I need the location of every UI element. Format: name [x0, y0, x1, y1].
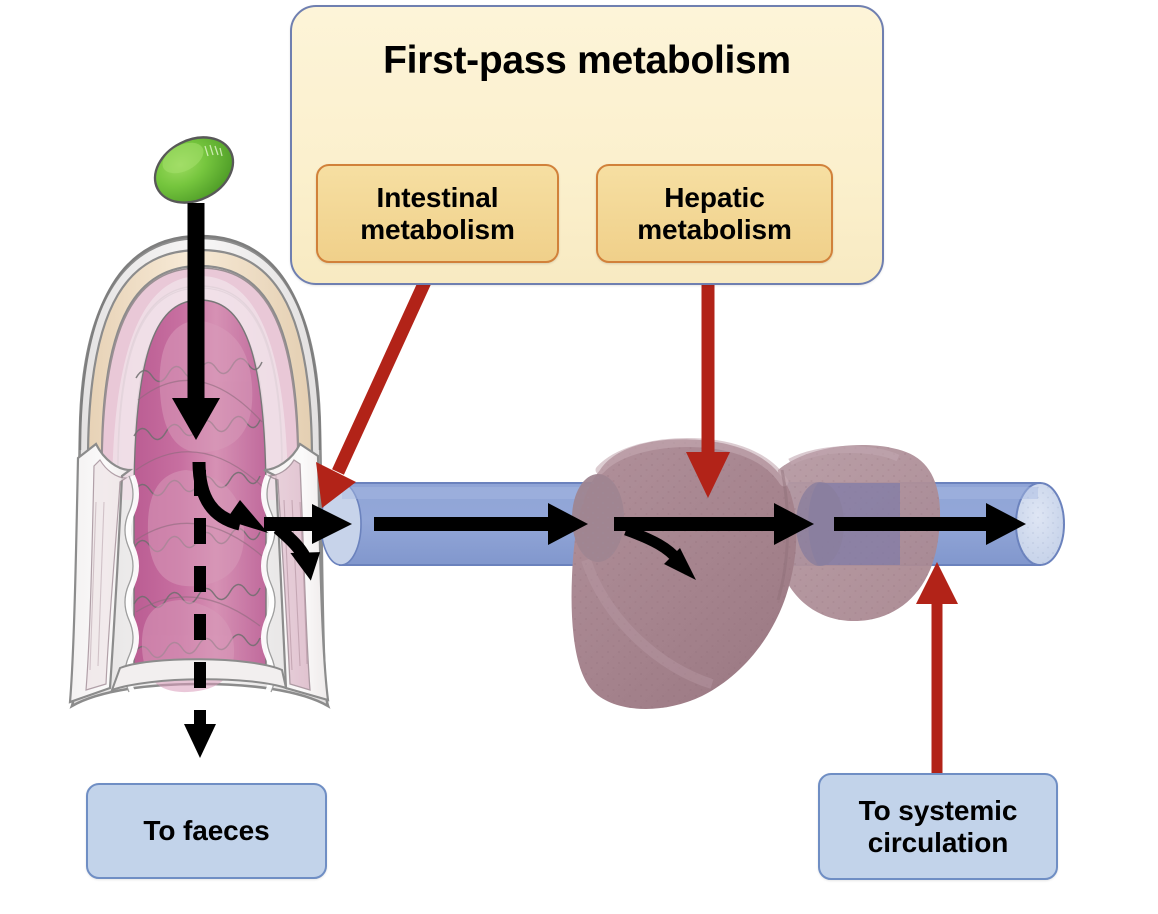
hepatic-metabolism-label: Hepatic metabolism [637, 182, 792, 245]
to-systemic-line1: To systemic [858, 795, 1018, 827]
liver [571, 438, 941, 709]
to-systemic-circulation-label: To systemic circulation [859, 795, 1018, 858]
to-faeces-label: To faeces [143, 815, 270, 847]
to-systemic-circulation-box[interactable]: To systemic circulation [818, 773, 1058, 880]
to-faeces-box[interactable]: To faeces [86, 783, 327, 879]
panel-title: First-pass metabolism [383, 39, 791, 82]
flow-arrows [172, 203, 1026, 758]
intestinal-metabolism-line1: Intestinal [376, 182, 499, 214]
hepatic-metabolism-line2: metabolism [637, 213, 792, 245]
red-pointer-arrows [316, 259, 958, 775]
intestinal-metabolism-box[interactable]: Intestinal metabolism [316, 164, 559, 263]
hepatic-metabolism-box[interactable]: Hepatic metabolism [596, 164, 833, 263]
drug-capsule-icon [153, 136, 235, 204]
intestinal-metabolism-label: Intestinal metabolism [360, 182, 515, 245]
intestine-cross-section [68, 234, 331, 709]
to-systemic-line2: circulation [867, 826, 1009, 858]
hepatic-metabolism-line1: Hepatic [664, 182, 765, 214]
intestinal-metabolism-line2: metabolism [360, 213, 515, 245]
